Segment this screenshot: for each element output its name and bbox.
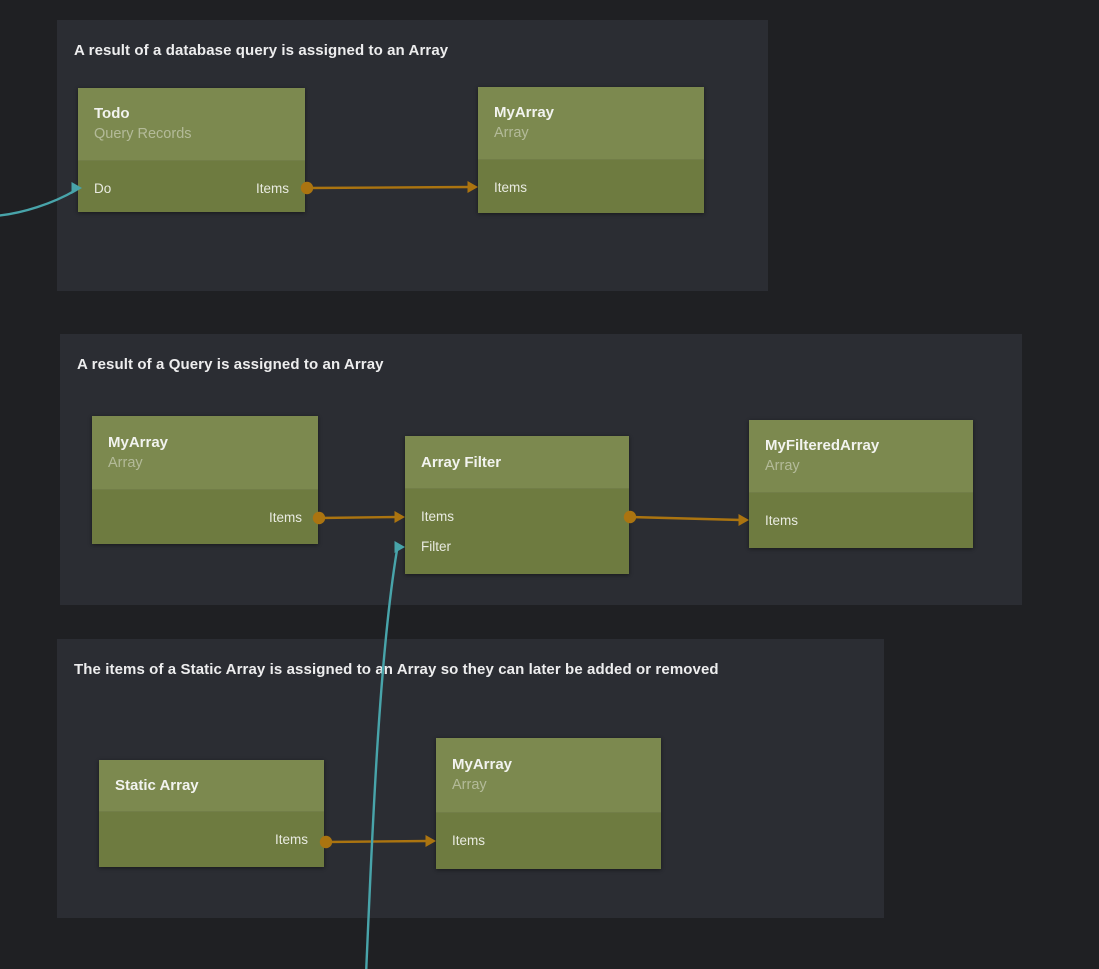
output-port-items[interactable]: Items bbox=[255, 180, 289, 196]
node-header: Static Array bbox=[99, 760, 324, 812]
group-title: A result of a Query is assigned to an Ar… bbox=[77, 356, 384, 373]
input-port-items[interactable]: Items bbox=[452, 832, 486, 848]
port-row: Filter bbox=[421, 531, 613, 561]
input-port-items[interactable]: Items bbox=[765, 512, 799, 528]
node-subtitle: Array bbox=[452, 777, 487, 793]
input-port-items[interactable]: Items bbox=[494, 179, 528, 195]
port-row: Items bbox=[452, 825, 645, 855]
output-port-items[interactable]: Items bbox=[274, 831, 308, 847]
node-title: MyArray bbox=[452, 756, 513, 773]
port-row: Do Items bbox=[94, 173, 289, 203]
port-row: Items bbox=[115, 824, 308, 854]
port-row: Items bbox=[494, 172, 688, 202]
port-row: Items bbox=[108, 502, 302, 532]
port-row: Items bbox=[421, 501, 613, 531]
node-subtitle: Array bbox=[494, 125, 529, 141]
input-port-items[interactable]: Items bbox=[421, 508, 455, 524]
node-ports: Items bbox=[478, 160, 704, 213]
input-port-do[interactable]: Do bbox=[94, 180, 112, 196]
input-port-filter[interactable]: Filter bbox=[421, 538, 451, 554]
node-subtitle: Array bbox=[765, 458, 800, 474]
node-subtitle: Query Records bbox=[94, 126, 192, 142]
node-ports: Items bbox=[749, 493, 973, 548]
group-title: A result of a database query is assigned… bbox=[74, 42, 449, 59]
node-ports: Items bbox=[99, 812, 324, 867]
node-subtitle: Array bbox=[108, 454, 143, 471]
node-title: Static Array bbox=[115, 777, 199, 794]
output-port-items[interactable]: Items bbox=[268, 509, 302, 525]
node-ports: Items bbox=[436, 813, 661, 869]
node-title: MyArray bbox=[494, 104, 555, 121]
node-title: Todo bbox=[94, 105, 130, 122]
node-title: MyFilteredArray bbox=[765, 437, 880, 454]
group-title: The items of a Static Array is assigned … bbox=[74, 661, 719, 678]
node-ports: Do Items bbox=[78, 161, 305, 212]
port-row: Items bbox=[765, 505, 957, 535]
node-title: Array Filter bbox=[421, 453, 502, 471]
node-title: MyArray bbox=[108, 433, 169, 451]
node-header: Array Filter bbox=[405, 436, 629, 489]
node-ports: Items bbox=[92, 490, 318, 544]
